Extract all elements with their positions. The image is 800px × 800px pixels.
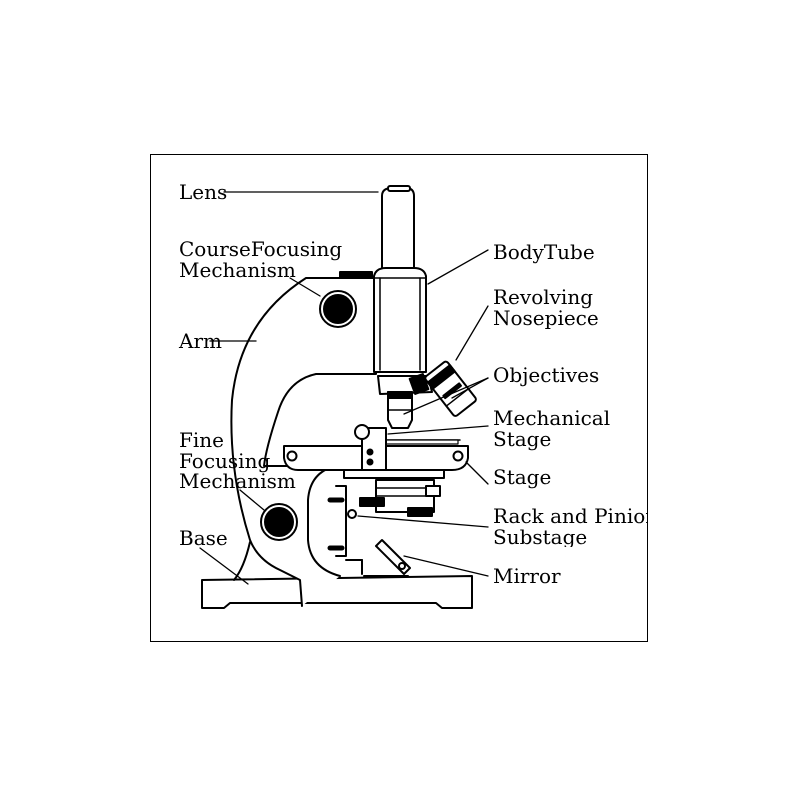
label-revolving-line1: Revolving [493, 285, 594, 309]
label-mechanical-stage: Mechanical Stage [493, 408, 610, 449]
label-fine-focus-line2: Focusing [179, 448, 271, 473]
label-rack-line2: Substage [493, 524, 588, 547]
label-fine-focus-line1: Fine [179, 428, 224, 452]
label-body-tube: BodyTube [493, 240, 595, 264]
eyepiece-tube [381, 187, 415, 277]
label-objectives: Objectives [493, 363, 600, 387]
mirror [363, 539, 411, 577]
label-arm: Arm [179, 329, 222, 353]
label-mech-stage-line2: Stage [493, 426, 552, 451]
label-mirror: Mirror [493, 564, 561, 588]
body-tube [373, 267, 427, 373]
label-course-focusing-mechanism: CourseFocusing Mechanism [179, 239, 342, 280]
label-lens: Lens [179, 180, 228, 204]
label-rack-line1: Rack and Pinion [493, 506, 647, 528]
label-base: Base [179, 526, 228, 550]
label-mech-stage-line1: Mechanical [493, 406, 611, 430]
leader-lines [199, 191, 489, 585]
microscope-base [201, 575, 473, 609]
label-fine-focus-line3: Mechanism [179, 469, 296, 493]
label-revolving-line2: Nosepiece [493, 305, 599, 330]
label-fine-focusing-mechanism: Fine Focusing Mechanism [179, 430, 296, 492]
label-revolving-nosepiece: Revolving Nosepiece [493, 287, 599, 328]
label-stage: Stage [493, 465, 552, 489]
label-course-focus-line1: CourseFocusing [179, 237, 343, 261]
diagram-frame [150, 154, 648, 642]
objective-angled [424, 360, 477, 417]
label-course-focus-line2: Mechanism [179, 257, 296, 282]
label-rack-and-pinion-substage: Rack and Pinion Substage [493, 506, 647, 547]
